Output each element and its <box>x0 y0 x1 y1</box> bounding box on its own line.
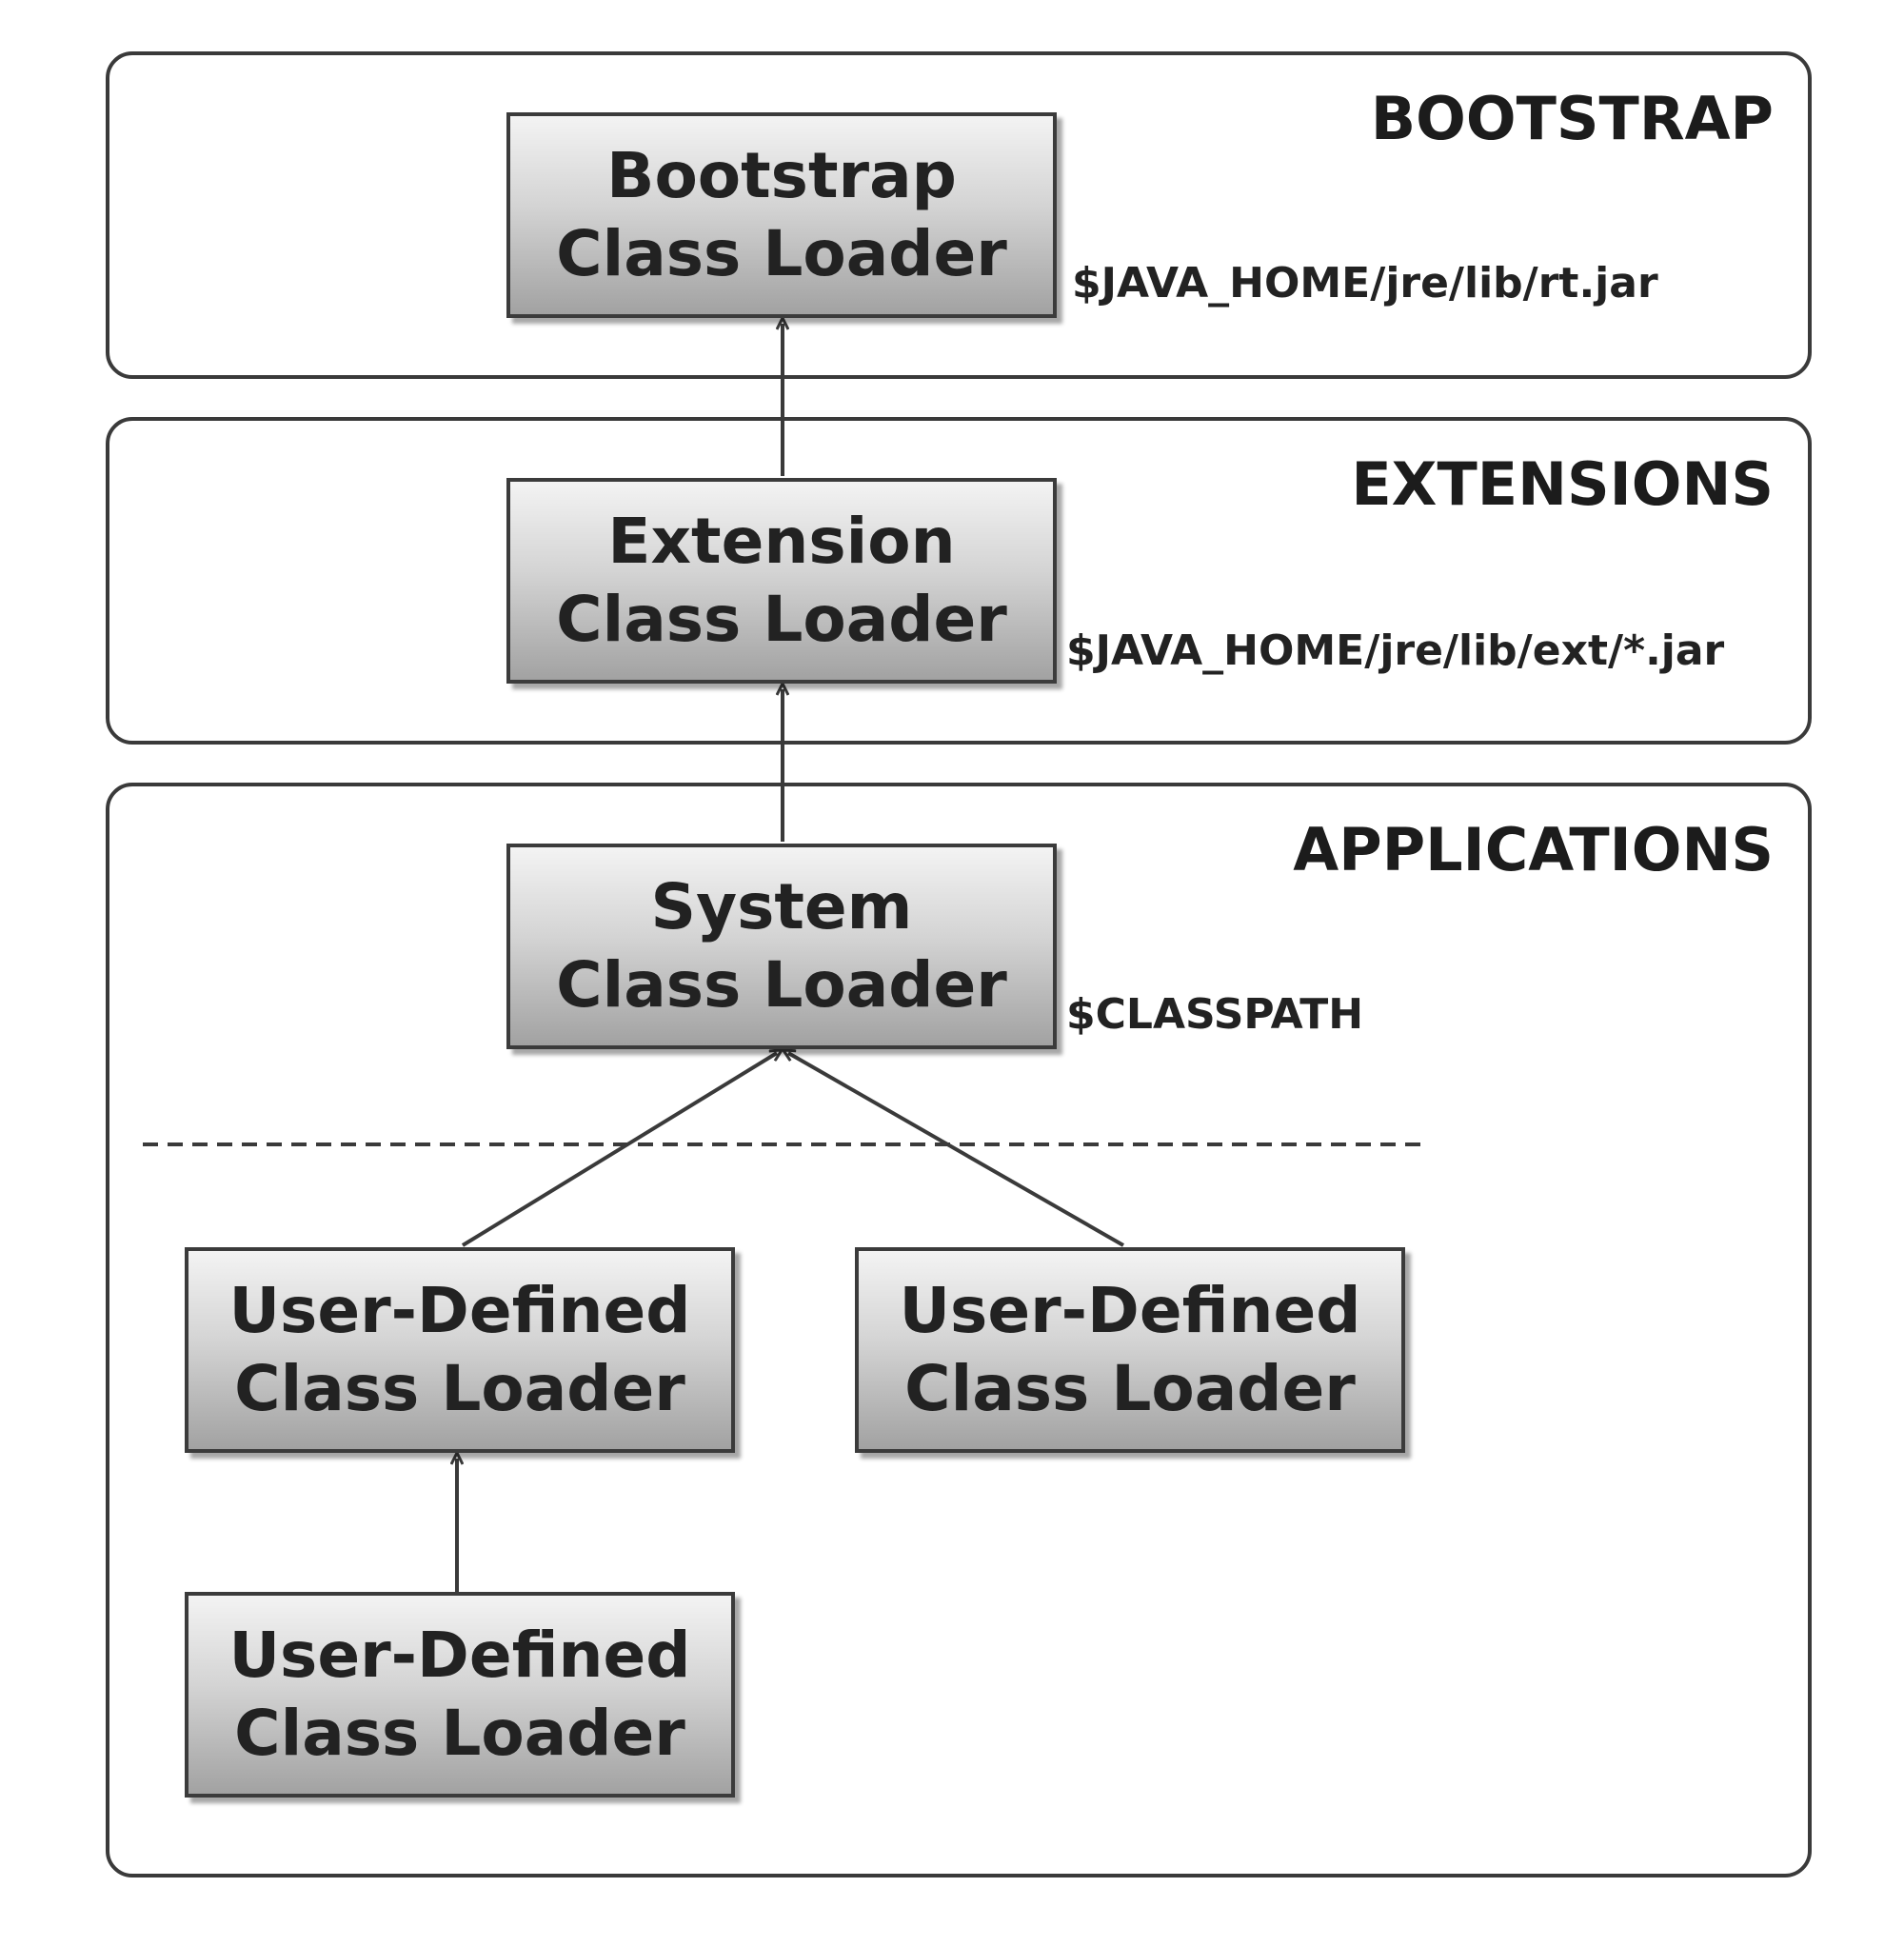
bootstrap-layer-title: BOOTSTRAP <box>1370 84 1774 153</box>
user-loader-line2: Class Loader <box>234 1352 685 1425</box>
extension-class-loader-box: Extension Class Loader <box>506 478 1057 684</box>
system-loader-line1: System <box>650 870 913 944</box>
user-loader-line1: User-Defined <box>228 1274 691 1347</box>
extensions-path-label: $JAVA_HOME/jre/lib/ext/*.jar <box>1066 626 1725 675</box>
extensions-layer-title: EXTENSIONS <box>1351 449 1774 519</box>
system-class-loader-box: System Class Loader <box>506 844 1057 1049</box>
user-defined-class-loader-box: User-Defined Class Loader <box>185 1592 735 1798</box>
applications-path-label: $CLASSPATH <box>1066 990 1364 1039</box>
extension-loader-line2: Class Loader <box>556 583 1007 656</box>
user-loader-line1: User-Defined <box>228 1619 691 1692</box>
bootstrap-path-label: $JAVA_HOME/jre/lib/rt.jar <box>1072 259 1658 308</box>
bootstrap-loader-line2: Class Loader <box>556 217 1007 290</box>
applications-layer-title: APPLICATIONS <box>1293 815 1774 884</box>
bootstrap-class-loader-box: Bootstrap Class Loader <box>506 112 1057 318</box>
user-loader-line1: User-Defined <box>899 1274 1361 1347</box>
user-defined-class-loader-box: User-Defined Class Loader <box>185 1247 735 1453</box>
extension-loader-line1: Extension <box>607 505 956 578</box>
bootstrap-loader-line1: Bootstrap <box>606 139 957 212</box>
user-defined-class-loader-box: User-Defined Class Loader <box>855 1247 1405 1453</box>
user-loader-line2: Class Loader <box>904 1352 1356 1425</box>
system-loader-line2: Class Loader <box>556 948 1007 1022</box>
user-loader-line2: Class Loader <box>234 1697 685 1770</box>
